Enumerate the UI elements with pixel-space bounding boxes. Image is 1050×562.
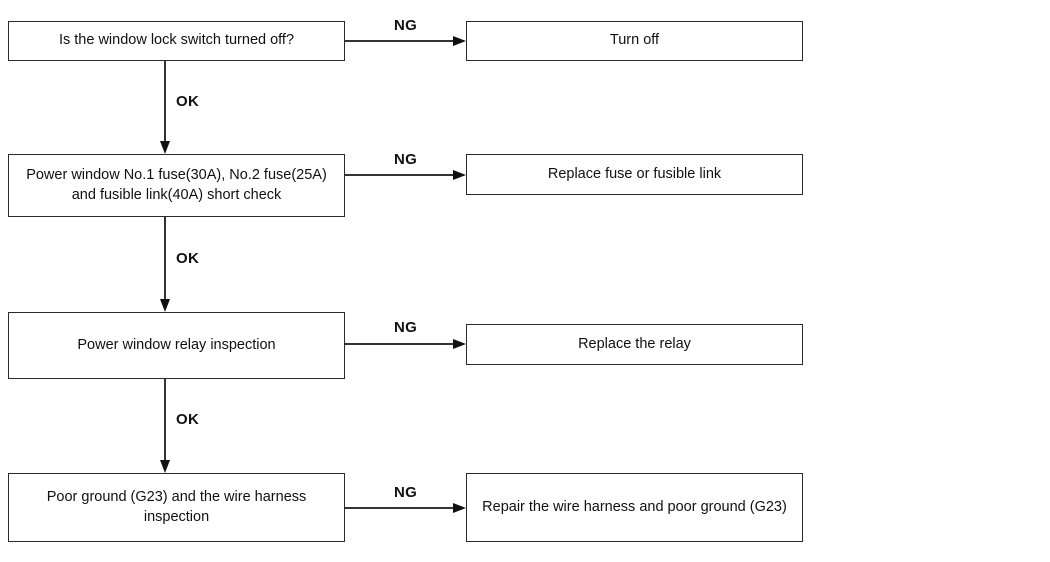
ng-label-1: NG xyxy=(393,17,418,34)
arrow-down-icon xyxy=(159,141,170,154)
flow-box-action-turn-off: Turn off xyxy=(466,21,803,61)
arrow-right-icon xyxy=(453,169,466,180)
flow-box-action-replace-relay: Replace the relay xyxy=(466,324,803,365)
arrow-right-icon xyxy=(453,338,466,349)
ok-label-1: OK xyxy=(176,93,200,110)
flow-box-action-replace-fuse: Replace fuse or fusible link xyxy=(466,154,803,195)
ok-arrow-line-1 xyxy=(164,61,166,142)
arrow-down-icon xyxy=(159,460,170,473)
ok-label-2: OK xyxy=(176,250,200,267)
ng-label-3: NG xyxy=(393,319,418,336)
flow-box-action-repair-harness-ground: Repair the wire harness and poor ground … xyxy=(466,473,803,542)
flow-box-check-relay-inspection: Power window relay inspection xyxy=(8,312,345,379)
ok-label-3: OK xyxy=(176,411,200,428)
flow-box-check-ground-harness-inspection: Poor ground (G23) and the wire harness i… xyxy=(8,473,345,542)
ng-arrow-line-4 xyxy=(345,507,454,509)
ng-label-2: NG xyxy=(393,151,418,168)
ng-arrow-line-1 xyxy=(345,40,454,42)
arrow-down-icon xyxy=(159,299,170,312)
flow-box-check-window-lock-switch: Is the window lock switch turned off? xyxy=(8,21,345,61)
ng-arrow-line-2 xyxy=(345,174,454,176)
ok-arrow-line-2 xyxy=(164,217,166,300)
ng-arrow-line-3 xyxy=(345,343,454,345)
ng-label-4: NG xyxy=(393,484,418,501)
arrow-right-icon xyxy=(453,35,466,46)
flow-box-check-fuse-short-check: Power window No.1 fuse(30A), No.2 fuse(2… xyxy=(8,154,345,217)
ok-arrow-line-3 xyxy=(164,379,166,461)
arrow-right-icon xyxy=(453,502,466,513)
